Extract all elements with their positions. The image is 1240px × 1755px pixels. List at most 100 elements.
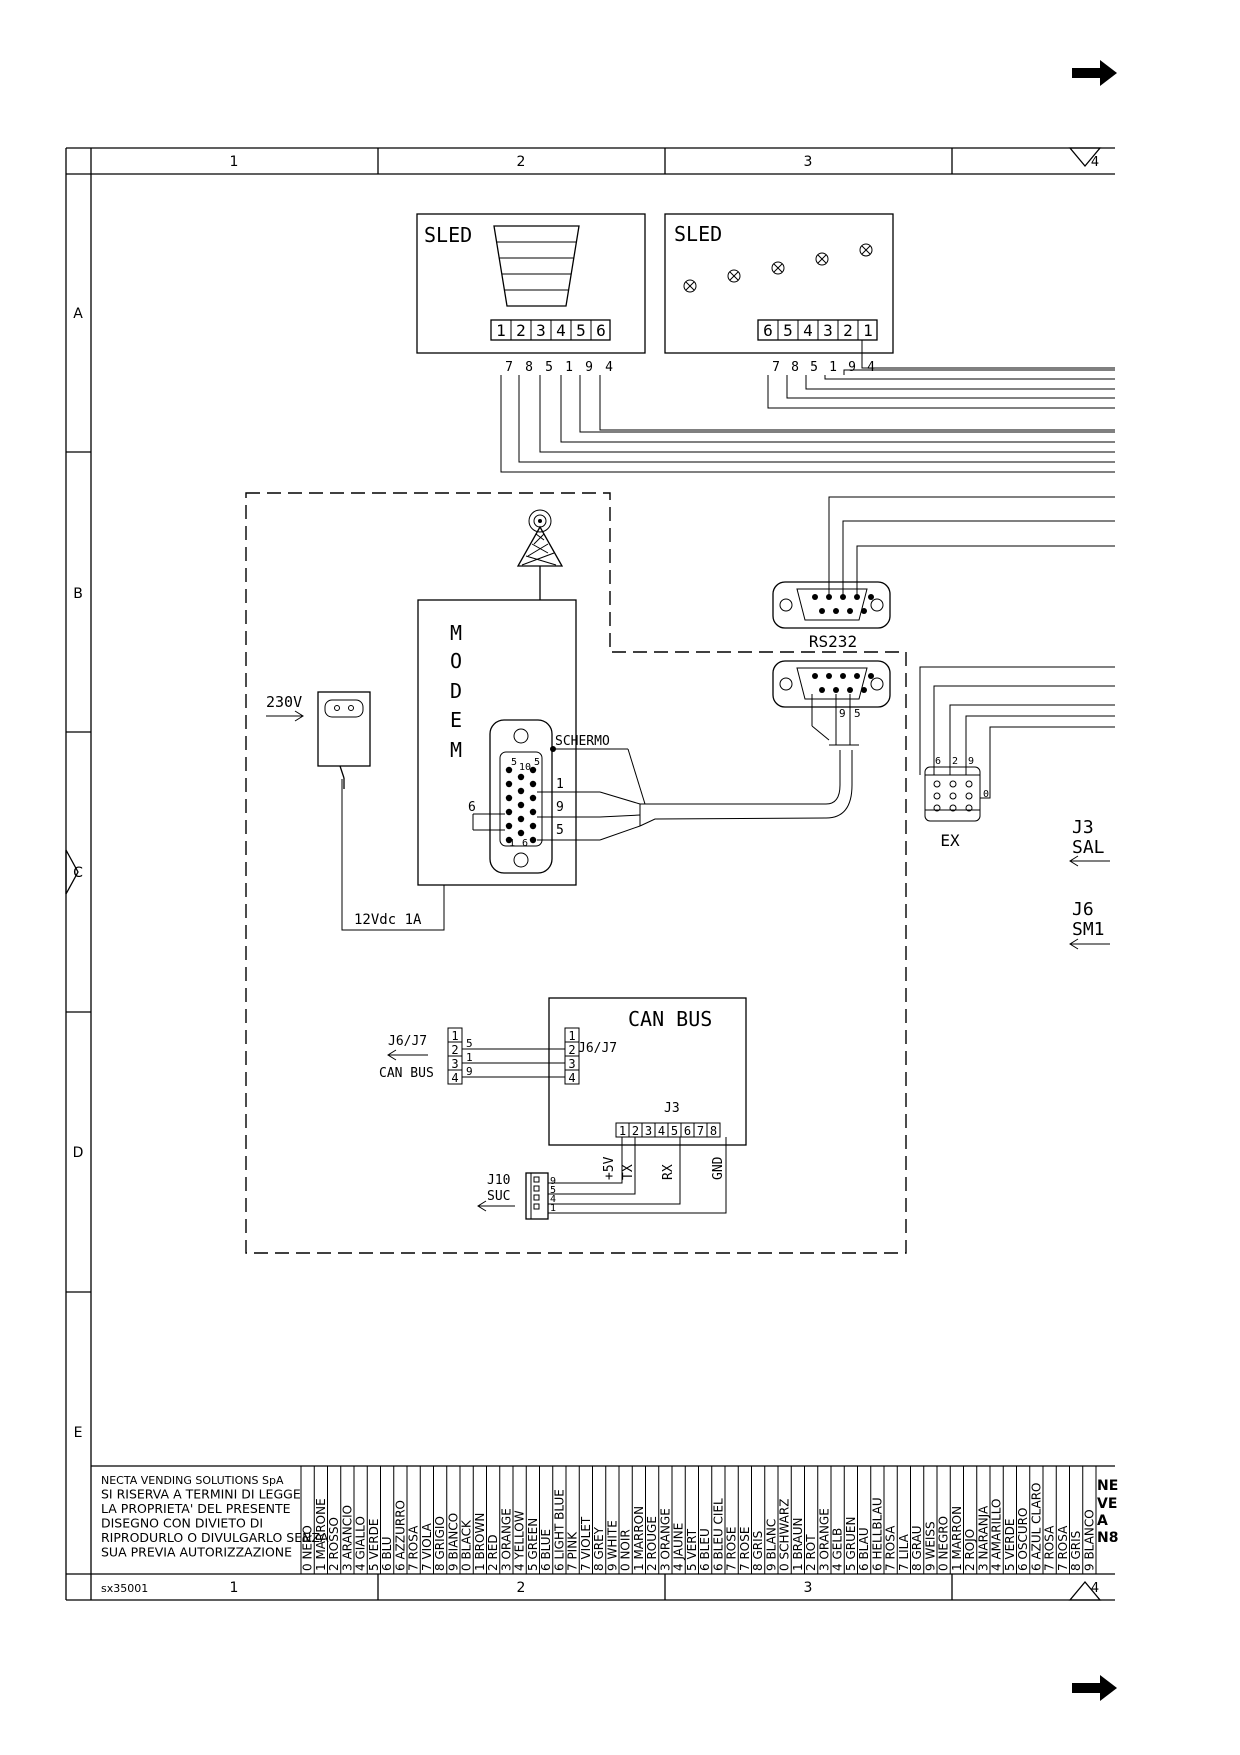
can-bus-signal-3: GND xyxy=(711,1156,726,1180)
can-bus-wire-5: 5 xyxy=(466,1037,473,1050)
wire-color-code-40: 4 GELB xyxy=(831,1528,845,1571)
suc-pin-9: 9 xyxy=(550,1176,556,1187)
next-page-arrow-bottom[interactable] xyxy=(1072,1675,1117,1701)
wire-color-code-42: 6 BLAU xyxy=(857,1527,871,1571)
rs232-connector: RS232 xyxy=(772,581,891,651)
wire-color-code-48: 0 NEGRO xyxy=(937,1516,951,1571)
modem-internal-wiring xyxy=(472,746,853,841)
can-bus-link-wiring: 519 xyxy=(462,1037,565,1078)
wire-color-code-34: 8 GRIS xyxy=(751,1531,765,1571)
wire-color-code-16: 4 YELLOW xyxy=(513,1510,527,1571)
modem-letter-1: M xyxy=(450,621,462,645)
arrow-left-icon xyxy=(1069,938,1110,950)
wire-color-code-31: 6 BLEU CIEL xyxy=(711,1498,725,1571)
sled-led-pin-5: 5 xyxy=(783,321,793,340)
sled-led-title: SLED xyxy=(674,222,722,246)
sled-display-title: SLED xyxy=(424,223,472,247)
modem-letter-2: O xyxy=(450,649,462,673)
wire-color-code-52: 4 AMARILLO xyxy=(990,1499,1004,1572)
cable-pin-label-5: 5 xyxy=(556,823,564,838)
title-block-line-0: NE xyxy=(1097,1478,1118,1494)
wire-color-code-10: 8 GRIGIO xyxy=(433,1516,447,1571)
wire-color-code-12: 0 BLACK xyxy=(460,1519,474,1571)
can-bus-pin-3: 3 xyxy=(568,1057,575,1071)
ex-pin-label-2: 2 xyxy=(952,756,958,767)
wire-color-code-1: 1 MARRONE xyxy=(314,1498,328,1571)
wire-color-code-32: 7 ROSE xyxy=(725,1527,739,1571)
wire-color-code-15: 3 ORANGE xyxy=(499,1508,513,1571)
modem-pin-label-6b: 6 xyxy=(522,838,528,849)
wire-color-code-44: 7 ROSA xyxy=(884,1525,898,1571)
sled-wiring xyxy=(500,340,1115,473)
company-notice-line-0: NECTA VENDING SOLUTIONS SpA xyxy=(101,1474,284,1487)
title-block-line-3: N8 xyxy=(1097,1530,1118,1546)
display-panel-icon xyxy=(493,225,580,307)
column-label-4-bottom: 4 xyxy=(1091,1581,1099,1596)
can-bus-ext-pin-3: 3 xyxy=(451,1057,458,1071)
can-bus-j3-pin-1: 1 xyxy=(619,1124,626,1138)
wire-color-code-49: 1 MARRON xyxy=(950,1506,964,1571)
row-label-e: E xyxy=(74,1425,83,1441)
row-label-a: A xyxy=(73,306,83,322)
wire-color-code-54: 6 OSCURO xyxy=(1016,1508,1030,1571)
next-page-arrow-top[interactable] xyxy=(1072,60,1117,86)
wire-color-code-22: 8 GREY xyxy=(592,1526,606,1571)
led-lamp-icon xyxy=(683,279,697,293)
modem-box: M O D E M xyxy=(417,599,577,886)
can-bus-pin-1: 1 xyxy=(568,1029,575,1043)
modem-pin-label-5b: 5 xyxy=(534,757,540,768)
wire-color-code-57: 7 ROSA xyxy=(1056,1525,1070,1571)
power-input-label: 230V xyxy=(266,693,302,711)
suc-connector xyxy=(525,1172,549,1220)
row-label-c: C xyxy=(73,865,83,881)
db9-connector xyxy=(772,660,891,708)
sled-display-wire-4: 4 xyxy=(605,360,613,375)
wire-color-code-51: 3 NARANJA xyxy=(976,1505,990,1571)
shield-label: SCHERMO xyxy=(555,734,610,749)
can-bus-pin-2: 2 xyxy=(568,1043,575,1057)
wire-color-code-58: 8 GRIS xyxy=(1069,1531,1083,1571)
wire-color-code-35: 9 BLANC xyxy=(764,1519,778,1571)
can-bus-signal-0: +5V xyxy=(602,1156,617,1180)
wire-color-code-19: 6 LIGHT BLUE xyxy=(552,1489,566,1571)
wire-color-code-50: 2 ROJO xyxy=(963,1529,977,1571)
sled-display-wire-9: 9 xyxy=(585,360,593,375)
sled-display-pin-5: 5 xyxy=(576,321,586,340)
sled-led-wire-8: 8 xyxy=(791,360,799,375)
arrow-left-icon xyxy=(477,1200,515,1212)
column-label-2: 2 xyxy=(517,154,526,170)
sled-led-pin-1: 1 xyxy=(863,321,873,340)
column-label-1: 1 xyxy=(230,154,239,170)
led-lamp-icons xyxy=(683,243,873,293)
can-bus-ext-pin-4: 4 xyxy=(451,1071,458,1085)
title-block-line-2: A xyxy=(1097,1513,1108,1529)
wire-color-code-56: 7 ROSA xyxy=(1043,1525,1057,1571)
modem-pin-label-5: 5 xyxy=(511,757,517,768)
wire-color-code-28: 4 JAUNE xyxy=(672,1523,686,1571)
ex-pins xyxy=(933,780,973,812)
sled-display-box: SLED xyxy=(416,213,646,354)
wire-color-code-8: 7 ROSA xyxy=(407,1525,421,1571)
row-label-b: B xyxy=(73,586,83,602)
suc-pin-4: 4 xyxy=(550,1194,556,1205)
wire-color-code-5: 5 VERDE xyxy=(367,1519,381,1571)
modem-kit-area xyxy=(245,492,907,1254)
sled-led-pin-6: 6 xyxy=(763,321,773,340)
wire-color-code-0: 0 NERO xyxy=(301,1525,315,1571)
sled-led-wire-5: 5 xyxy=(810,360,818,375)
wire-color-code-2: 2 ROSSO xyxy=(327,1517,341,1571)
row-label-d: D xyxy=(73,1145,84,1161)
can-bus-pin-4: 4 xyxy=(568,1071,575,1085)
led-lamp-icon xyxy=(771,261,785,275)
can-bus-signal-1: TX xyxy=(621,1164,636,1180)
sled-led-wire-1: 1 xyxy=(829,360,837,375)
can-bus-j3-pin-4: 4 xyxy=(658,1124,665,1138)
can-bus-wire-9: 9 xyxy=(466,1065,473,1078)
can-bus-j3-pin-5: 5 xyxy=(671,1124,678,1138)
wire-color-code-7: 6 AZZURRO xyxy=(393,1500,407,1571)
wire-color-code-47: 9 WEISS xyxy=(923,1521,937,1571)
title-block-line-1: VE xyxy=(1097,1496,1117,1512)
wire-color-code-18: 6 BLUE xyxy=(539,1529,553,1571)
rs232-wiring xyxy=(828,496,1115,597)
